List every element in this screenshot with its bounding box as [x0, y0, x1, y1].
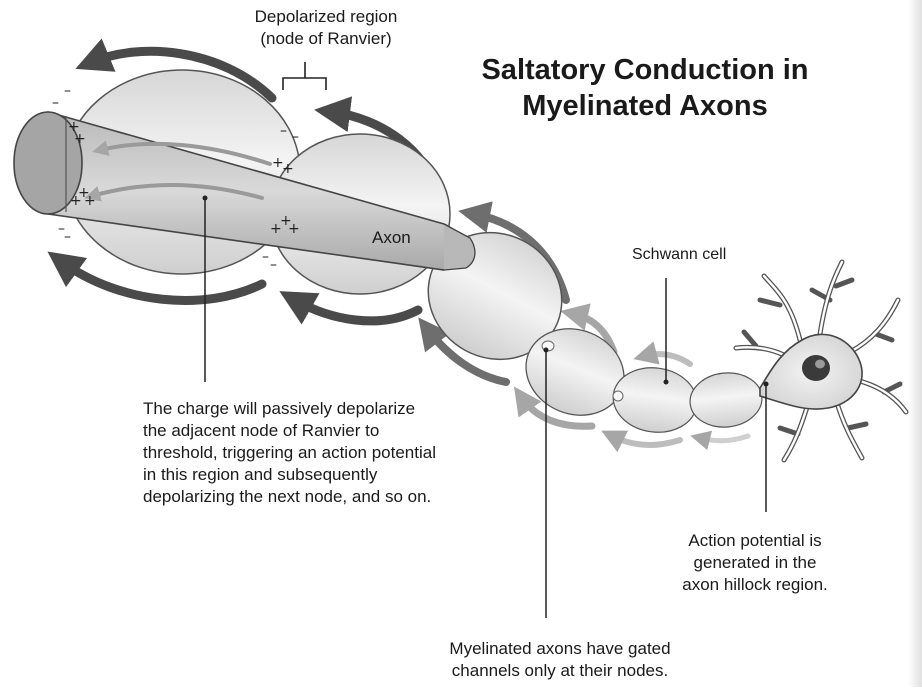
leader-explanation-dot — [203, 196, 208, 201]
charge-minus: – — [292, 130, 299, 144]
node-gap-2 — [613, 391, 623, 401]
charge-minus: – — [270, 258, 277, 272]
axon-hillock-label: Action potential is generated in the axo… — [640, 530, 870, 596]
charge-minus: – — [262, 250, 269, 264]
hillock-line-2: generated in the — [640, 552, 870, 574]
charge-plus: + — [282, 162, 294, 176]
axon-label: Axon — [372, 228, 411, 248]
charge-plus: + — [74, 132, 86, 146]
dendrite-top-2 — [812, 262, 852, 334]
explanation-line-2: the adjacent node of Ranvier to — [143, 420, 523, 442]
schwann-cell-label: Schwann cell — [632, 246, 726, 264]
charge-plus: + — [84, 194, 96, 208]
hillock-line-1: Action potential is — [640, 530, 870, 552]
node-of-ranvier-label: Depolarized region (node of Ranvier) — [196, 6, 456, 50]
node-label-line-2: (node of Ranvier) — [196, 28, 456, 50]
arrow-bottom-mid — [295, 300, 418, 321]
diagram-title: Saltatory Conduction in Myelinated Axons — [440, 52, 850, 124]
page-edge-shadow — [908, 0, 922, 687]
nucleus — [802, 355, 830, 381]
explanation-line-3: threshold, triggering an action potentia… — [143, 442, 523, 464]
node-bracket — [283, 62, 326, 90]
nucleolus — [815, 360, 825, 369]
arrow-bottom-right4 — [700, 436, 748, 441]
charge-minus: – — [64, 84, 71, 98]
charge-minus: – — [280, 124, 287, 138]
explanation-line-5: depolarizing the next node, and so on. — [143, 486, 523, 508]
arrow-bottom-right3 — [612, 436, 680, 445]
leader-hillock-dot — [764, 382, 769, 387]
myelinated-axons-label: Myelinated axons have gated channels onl… — [400, 638, 720, 682]
explanation-line-4: in this region and subsequently — [143, 464, 523, 486]
neuron-soma — [736, 262, 906, 460]
dendrite-top-1 — [760, 276, 800, 340]
dendrite-right-1 — [850, 300, 898, 352]
dendrite-bottom-1 — [836, 400, 866, 458]
explanation-line-1: The charge will passively depolarize — [143, 398, 523, 420]
axon-taper — [444, 224, 475, 270]
charge-plus: + — [288, 222, 300, 236]
charge-minus: – — [64, 230, 71, 244]
leader-myelinated-dot — [544, 348, 549, 353]
dendrite-bottom-2 — [780, 404, 808, 460]
title-line-2: Myelinated Axons — [440, 88, 850, 124]
dendrite-right-2 — [856, 380, 906, 412]
charge-minus: – — [52, 96, 59, 110]
leader-schwann-dot — [664, 380, 669, 385]
node-label-line-1: Depolarized region — [196, 6, 456, 28]
explanation-text: The charge will passively depolarize the… — [143, 398, 523, 508]
title-line-1: Saltatory Conduction in — [440, 52, 850, 88]
hillock-line-3: axon hillock region. — [640, 574, 870, 596]
myelin-sheath-6 — [687, 369, 764, 430]
arrow-top-right3 — [645, 354, 690, 364]
myelinated-line-2: channels only at their nodes. — [400, 660, 720, 682]
myelinated-line-1: Myelinated axons have gated — [400, 638, 720, 660]
